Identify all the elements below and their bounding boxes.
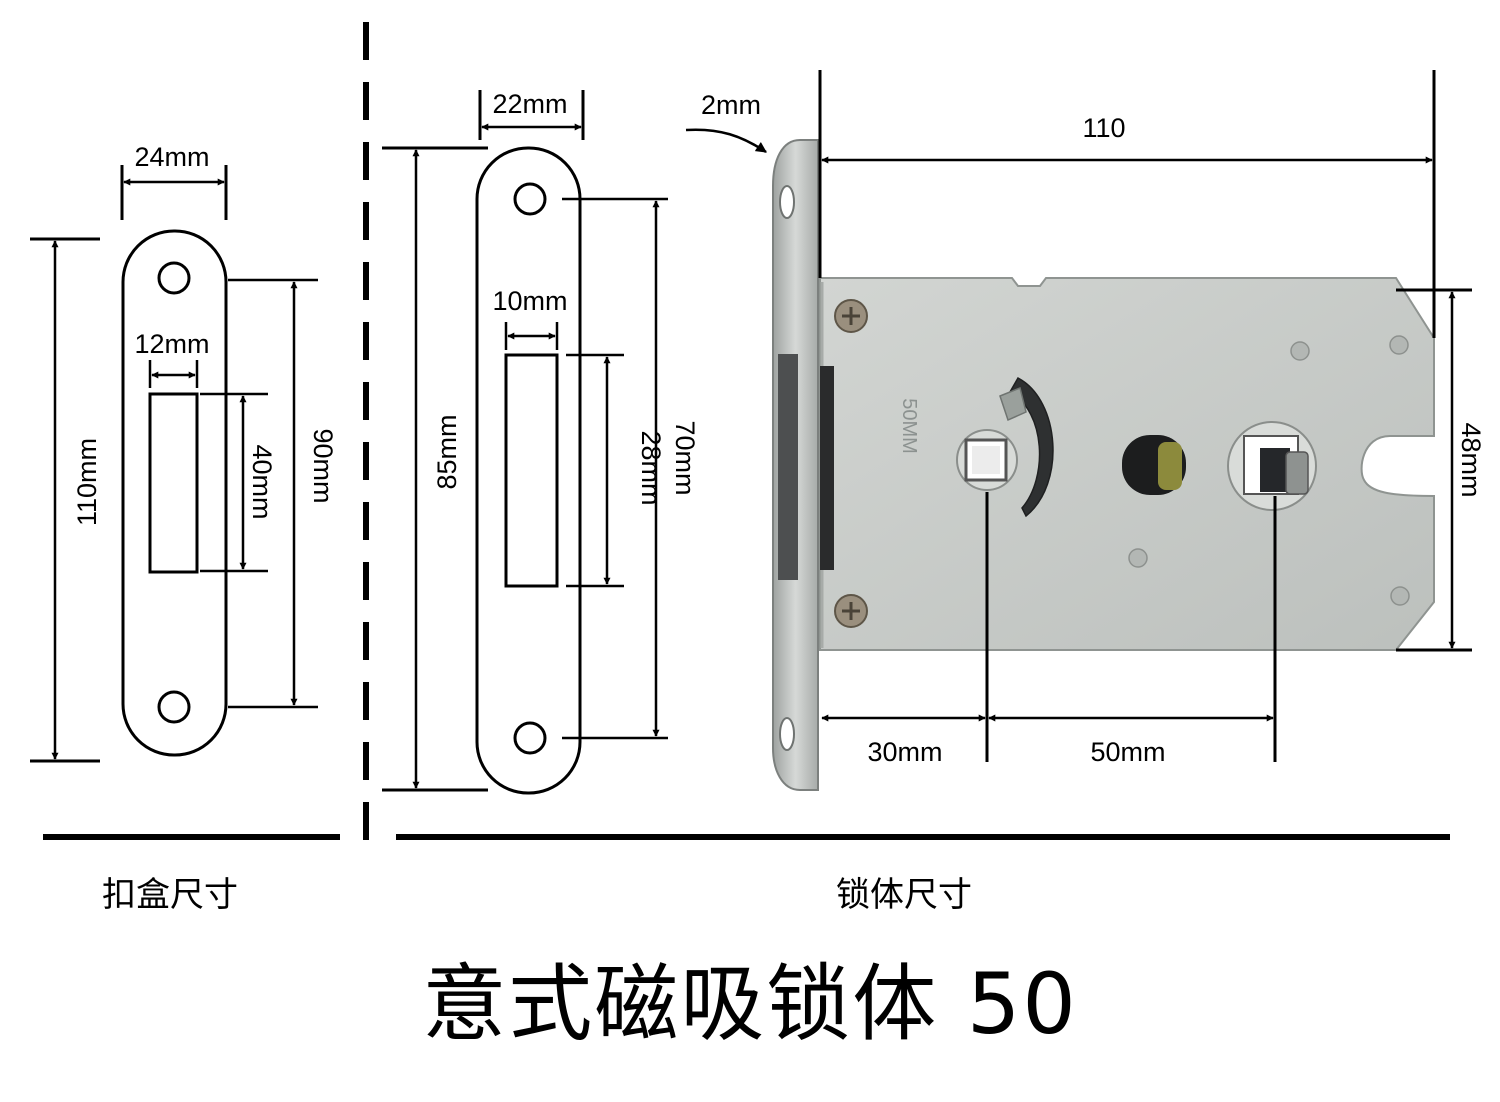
- thickness-arrow: [685, 128, 767, 154]
- product-title: 意式磁吸锁体 50: [422, 955, 1078, 1053]
- strike-box-height-label: 110mm: [72, 438, 102, 526]
- rivet: [1290, 341, 1310, 361]
- plate-thickness-label: 2mm: [701, 90, 761, 120]
- thumbturn-hole: [1227, 421, 1317, 511]
- screw-top-icon: [834, 299, 868, 333]
- faceplate-drawing: 22mm 85mm 70mm 10mm 28mm: [382, 89, 700, 795]
- lock-body-drawing: 50MM: [685, 70, 1486, 791]
- rivet: [1390, 586, 1410, 606]
- lock-depth-label: 110: [1082, 113, 1125, 143]
- faceplate-slot: [504, 353, 559, 588]
- lock-faceplate-hole-bottom: [779, 717, 795, 751]
- strike-box-hole-top: [157, 261, 191, 295]
- faceplate-slot-width-label: 10mm: [492, 286, 567, 316]
- backset-label: 30mm: [867, 737, 942, 767]
- magnet-latch: [778, 354, 798, 580]
- faceplate-slot-height-label: 28mm: [636, 430, 666, 505]
- strike-box-section-label: 扣盒尺寸: [102, 875, 238, 915]
- faceplate-hole-bottom: [513, 721, 547, 755]
- strike-box-hole-spacing-label: 90mm: [308, 428, 338, 503]
- strike-box-slot-width-label: 12mm: [134, 329, 209, 359]
- strike-box-slot-height-label: 40mm: [247, 444, 277, 519]
- spindle-hole: [956, 429, 1018, 491]
- faceplate-hole-spacing-label: 70mm: [670, 420, 700, 495]
- latch-rail: [820, 366, 834, 570]
- faceplate-width-label: 22mm: [492, 89, 567, 119]
- strike-box-drawing: 24mm 110mm 90mm 12mm 40mm: [30, 142, 338, 763]
- engraving-text: 50MM: [898, 398, 920, 454]
- rivet: [1389, 335, 1409, 355]
- arc-slot: [1008, 376, 1054, 518]
- lock-body-section-label: 锁体尺寸: [836, 875, 972, 915]
- strike-box-slot: [148, 392, 199, 574]
- center-distance-label: 50mm: [1090, 737, 1165, 767]
- rivet: [1128, 548, 1148, 568]
- faceplate-height-label: 85mm: [432, 414, 462, 489]
- lock-faceplate-hole-top: [779, 185, 795, 219]
- strike-box-hole-bottom: [157, 690, 191, 724]
- case-height-label: 48mm: [1456, 422, 1486, 497]
- strike-box-width-label: 24mm: [134, 142, 209, 172]
- middle-hole: [1122, 435, 1186, 495]
- screw-bottom-icon: [834, 594, 868, 628]
- faceplate-hole-top: [513, 182, 547, 216]
